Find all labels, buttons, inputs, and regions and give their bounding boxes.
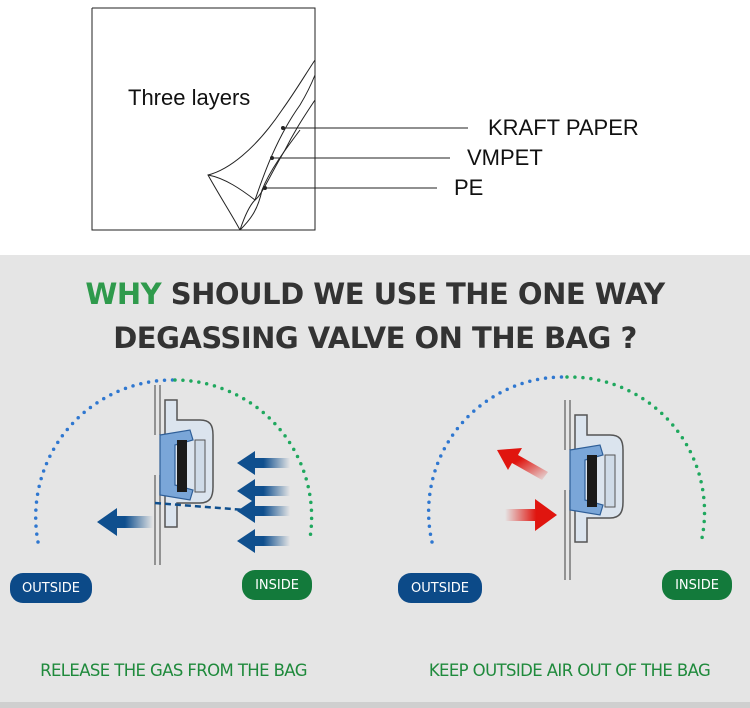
layers-section: Three layers KRAFT PAPER VMPET PE xyxy=(0,0,750,255)
gas-flow-path xyxy=(154,501,246,512)
paper-layers-illustration xyxy=(91,7,468,231)
layer-label-pe: PE xyxy=(454,175,484,200)
paper-outline xyxy=(92,7,316,231)
layer-curl-3 xyxy=(239,129,301,231)
valve-cross-section xyxy=(564,399,624,581)
title-line-1: WHY SHOULD WE USE THE ONE WAY xyxy=(0,277,750,311)
left-caption: RELEASE THE GAS FROM THE BAG xyxy=(40,661,307,680)
valve-cross-section xyxy=(154,384,214,566)
layer-label-kraft: KRAFT PAPER xyxy=(488,115,639,140)
layers-heading: Three layers xyxy=(128,85,251,110)
valve-diagrams xyxy=(34,375,707,581)
title-line-1-text: SHOULD WE USE THE ONE WAY xyxy=(161,277,665,311)
left-outside-badge: OUTSIDE xyxy=(10,573,92,603)
inside-dotted-arc xyxy=(565,375,707,540)
deflected-air-arrow xyxy=(497,448,548,480)
layer-label-vmpet: VMPET xyxy=(467,145,543,170)
right-outside-badge: OUTSIDE xyxy=(398,573,482,603)
left-valve-diagram xyxy=(34,378,314,566)
layer-curl-2 xyxy=(239,99,316,231)
incoming-air-arrow xyxy=(505,499,557,531)
left-inside-badge: INSIDE xyxy=(242,570,312,600)
inside-dotted-arc xyxy=(173,378,314,540)
right-caption: KEEP OUTSIDE AIR OUT OF THE BAG xyxy=(428,661,711,680)
valve-section: WHY SHOULD WE USE THE ONE WAY DEGASSING … xyxy=(0,255,750,708)
right-inside-badge: INSIDE xyxy=(662,570,732,600)
inflow-arrows xyxy=(237,451,290,553)
outside-dotted-arc xyxy=(34,378,177,544)
title-highlight: WHY xyxy=(85,277,162,311)
outflow-arrow xyxy=(97,508,153,536)
right-valve-diagram xyxy=(426,375,707,581)
title-line-2: DEGASSING VALVE ON THE BAG ? xyxy=(113,321,637,355)
